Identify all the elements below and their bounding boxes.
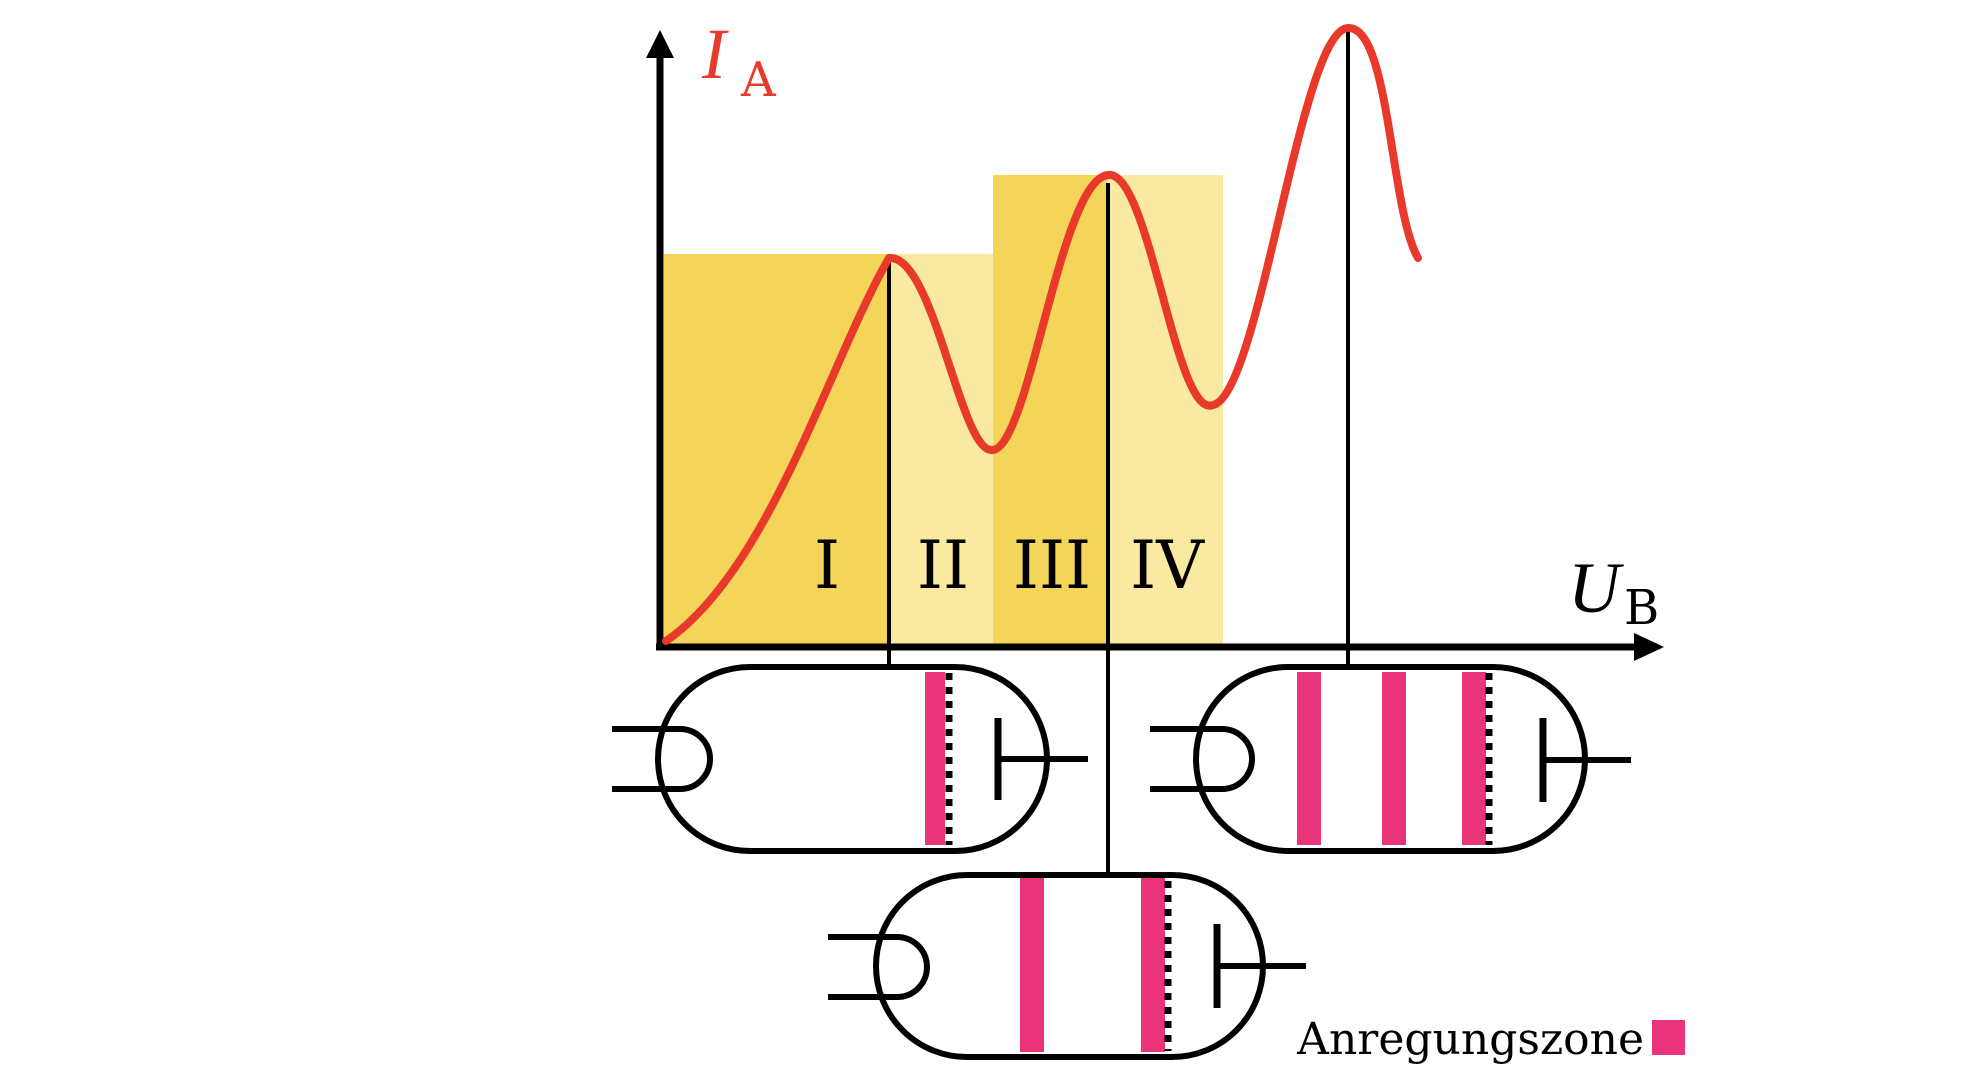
y-axis-label: I A (701, 14, 777, 108)
third-maximum-tube (1150, 664, 1631, 854)
region-label-iii: III (1013, 527, 1091, 604)
region-iii-fill (993, 175, 1108, 647)
cathode-filament (1150, 726, 1255, 792)
cathode-filament (612, 726, 713, 792)
excitation-zone (1141, 876, 1165, 1052)
tube-envelope (1193, 664, 1588, 854)
region-labels: I II III IV (814, 527, 1205, 604)
x-axis-arrowhead (1634, 633, 1664, 661)
legend-swatch (1652, 1020, 1685, 1055)
excitation-zone (1020, 876, 1044, 1052)
region-shading (664, 175, 1223, 647)
excitation-zone (1297, 672, 1321, 845)
region-iv-fill (1108, 175, 1223, 647)
axes (646, 30, 1664, 661)
x-axis-symbol: U (1568, 548, 1624, 628)
y-axis-arrowhead (646, 30, 674, 58)
excitation-zone (1462, 672, 1486, 845)
region-label-iv: IV (1130, 527, 1205, 604)
region-label-ii: II (917, 527, 969, 604)
y-axis-symbol: I (701, 14, 729, 94)
tube-envelope (873, 872, 1266, 1060)
cathode-filament (828, 934, 930, 1000)
tube-envelope (655, 664, 1050, 854)
legend: Anregungszone (1296, 1014, 1685, 1065)
maximum-lines (887, 32, 1350, 873)
x-axis-label: U B (1568, 548, 1659, 636)
x-axis-subscript: B (1624, 580, 1659, 636)
region-ii-fill (889, 254, 993, 647)
excitation-zone (925, 672, 945, 845)
y-axis-subscript: A (740, 52, 777, 108)
region-i-fill (664, 254, 889, 647)
second-maximum-tube (828, 872, 1306, 1060)
first-maximum-tube (612, 664, 1088, 854)
anode-current-curve (662, 23, 1422, 645)
region-label-i: I (814, 527, 840, 604)
excitation-zone (1382, 672, 1406, 845)
legend-label: Anregungszone (1296, 1014, 1644, 1065)
